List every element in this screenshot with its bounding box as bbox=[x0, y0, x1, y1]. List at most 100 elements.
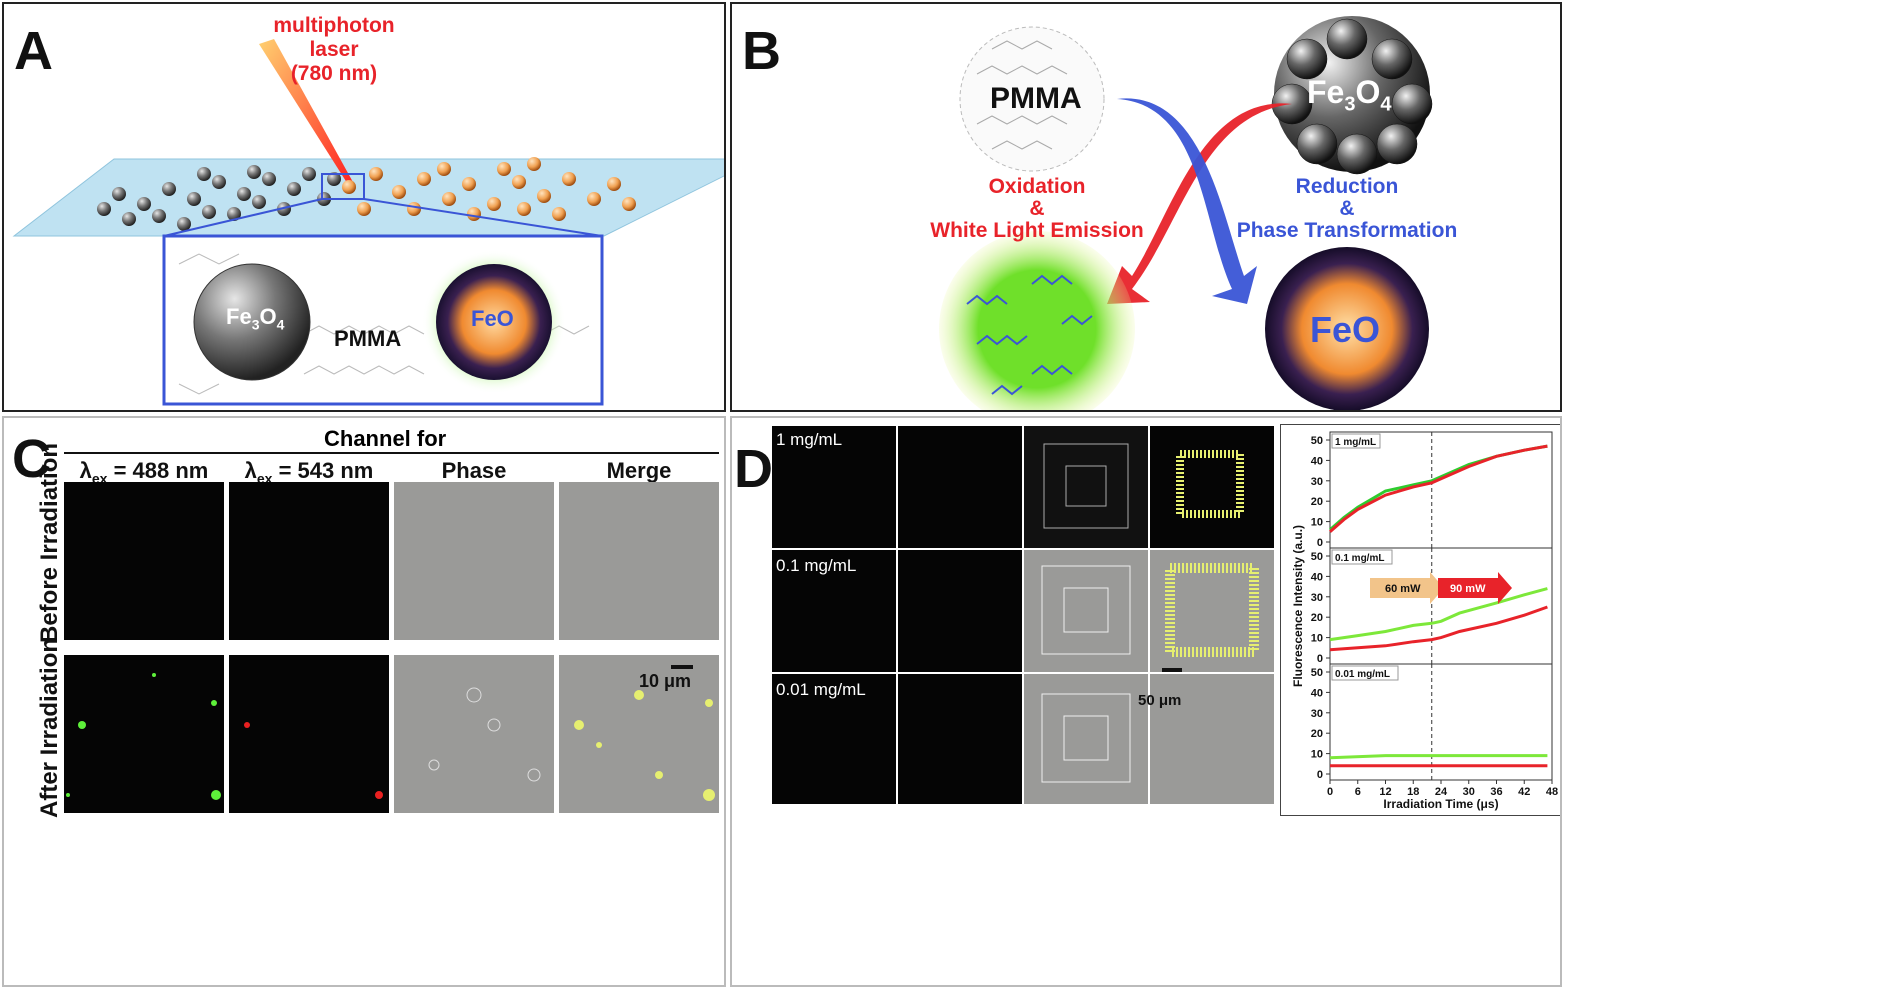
y-tick-label-0-10: 10 bbox=[1311, 517, 1323, 529]
feo-label: FeO bbox=[1310, 309, 1381, 350]
y-tick-label-1-0: 0 bbox=[1317, 653, 1323, 665]
oxidation-label: Oxidation & White Light Emission bbox=[892, 176, 1182, 242]
img-before-phase bbox=[394, 482, 554, 640]
pmma-cluster bbox=[959, 26, 1105, 172]
img-001mg-red bbox=[898, 674, 1022, 804]
sub-3-b: 3 bbox=[1344, 93, 1356, 116]
reduction-line1: Reduction bbox=[1295, 175, 1399, 198]
phase-dots bbox=[428, 687, 541, 782]
conc-label-001: 0.01 mg/mL bbox=[776, 680, 866, 699]
o-text: O bbox=[259, 304, 277, 329]
y-tick-label-2-10: 10 bbox=[1311, 749, 1323, 761]
col-header-phase: Phase bbox=[441, 458, 507, 483]
arrow-90mw-label: 90 mW bbox=[1450, 583, 1486, 595]
phase-squares-01 bbox=[1041, 565, 1131, 655]
panel-d-label: D bbox=[734, 439, 773, 499]
img-01mg-merge bbox=[1150, 550, 1274, 672]
img-before-488 bbox=[64, 482, 224, 640]
sub-4: 4 bbox=[276, 316, 285, 333]
img-01mg-green bbox=[772, 550, 896, 672]
merge-dots bbox=[574, 690, 715, 801]
col-header-543: λex = 543 nm bbox=[229, 458, 389, 486]
subplot-title-box-0 bbox=[1331, 433, 1381, 449]
scalebar-line bbox=[671, 665, 693, 669]
scalebar-label: 10 μm bbox=[639, 671, 692, 691]
inset-fe3o4-label: Fe3O4 bbox=[226, 304, 284, 332]
feo-sphere bbox=[1265, 247, 1429, 410]
arrow-reduction bbox=[1117, 98, 1257, 304]
img-after-488 bbox=[64, 655, 224, 813]
oxidation-line3: White Light Emission bbox=[930, 219, 1144, 242]
subplot-title-box-2 bbox=[1331, 665, 1399, 681]
y-tick-label-1-50: 50 bbox=[1311, 551, 1323, 563]
emitting-sphere bbox=[939, 231, 1135, 410]
inset-fe3o4-sphere bbox=[193, 263, 311, 381]
fe-text: Fe bbox=[226, 304, 252, 329]
y-tick-label-1-20: 20 bbox=[1311, 612, 1323, 624]
subplot-title-2: 0.01 mg/mL bbox=[1335, 669, 1390, 680]
row-label-before: Before Irradiation bbox=[36, 442, 63, 643]
x-axis-label: Irradiation Time (μs) bbox=[1383, 797, 1498, 811]
x-tick-label-36: 36 bbox=[1490, 786, 1502, 798]
panel-a-illustration bbox=[12, 39, 724, 406]
subplot-title-1: 0.1 mg/mL bbox=[1335, 553, 1384, 564]
sub-4-b: 4 bbox=[1380, 93, 1392, 116]
fe3o4-particles bbox=[97, 165, 341, 231]
series-line-2-0 bbox=[1329, 754, 1548, 760]
panel-a: A bbox=[2, 2, 726, 412]
img-1mg-red bbox=[898, 426, 1022, 548]
series-line-0-1 bbox=[1329, 444, 1548, 533]
subplot-title-box-1 bbox=[1331, 549, 1393, 565]
y-tick-label-2-0: 0 bbox=[1317, 769, 1323, 781]
y-tick-label-1-10: 10 bbox=[1311, 633, 1323, 645]
img-after-543 bbox=[229, 655, 389, 813]
panel-c: C Channel for λex = 488 nm λex = 543 nm … bbox=[2, 416, 726, 987]
green-dots bbox=[66, 673, 221, 800]
subplot-title-0: 1 mg/mL bbox=[1335, 437, 1376, 448]
reduction-label: Reduction & Phase Transformation bbox=[1202, 176, 1492, 242]
sub-3: 3 bbox=[251, 316, 260, 333]
inset-pmma-label: PMMA bbox=[334, 326, 402, 351]
panel-b-illustration bbox=[939, 16, 1433, 410]
img-001mg-phase bbox=[1024, 674, 1148, 804]
x-tick-label-0: 0 bbox=[1327, 786, 1333, 798]
y-tick-label-1-40: 40 bbox=[1311, 571, 1323, 583]
img-1mg-phase bbox=[1024, 426, 1148, 548]
y-tick-label-2-30: 30 bbox=[1311, 708, 1323, 720]
arrow-90mw bbox=[1438, 572, 1512, 604]
col2-rest: = 543 nm bbox=[272, 458, 374, 483]
red-dots bbox=[244, 722, 383, 799]
col1-rest: = 488 nm bbox=[107, 458, 209, 483]
img-1mg-green bbox=[772, 426, 896, 548]
x-tick-label-24: 24 bbox=[1435, 786, 1448, 798]
inset-feo-label: FeO bbox=[471, 306, 514, 331]
conc-label-01: 0.1 mg/mL bbox=[776, 556, 857, 575]
scalebar-label-d: 50 μm bbox=[1138, 692, 1182, 709]
laser-label: multiphoton laser (780 nm) bbox=[259, 14, 409, 86]
img-after-merge: 10 μm bbox=[559, 655, 719, 813]
laser-label-line1: multiphoton laser bbox=[273, 14, 395, 61]
x-tick-label-42: 42 bbox=[1518, 786, 1530, 798]
inset-feo-sphere bbox=[436, 264, 552, 380]
y-tick-label-0-0: 0 bbox=[1317, 537, 1323, 549]
laser-beam bbox=[259, 39, 354, 186]
img-1mg-merge bbox=[1150, 426, 1274, 548]
lambda-symbol: λ bbox=[79, 458, 92, 483]
img-001mg-green bbox=[772, 674, 896, 804]
header-rule bbox=[64, 452, 719, 454]
reduction-line2: & bbox=[1339, 197, 1355, 220]
arrow-oxidation bbox=[1107, 103, 1292, 304]
y-tick-label-0-20: 20 bbox=[1311, 496, 1323, 508]
panel-d: D 50 μm 1 mg/mL 0.1 mg/mL 0.01 mg/mL 0 10… bbox=[730, 416, 1562, 987]
arrow-60mw bbox=[1370, 572, 1444, 604]
img-01mg-red bbox=[898, 550, 1022, 672]
x-tick-label-6: 6 bbox=[1355, 786, 1361, 798]
x-tick-label-30: 30 bbox=[1463, 786, 1475, 798]
merge-squares-01 bbox=[1165, 563, 1259, 657]
phase-squares-1 bbox=[1043, 443, 1129, 529]
y-tick-label-2-20: 20 bbox=[1311, 728, 1323, 740]
channel-header: Channel for bbox=[324, 426, 447, 451]
col-header-merge: Merge bbox=[606, 458, 672, 483]
panel-b: B bbox=[730, 2, 1562, 412]
